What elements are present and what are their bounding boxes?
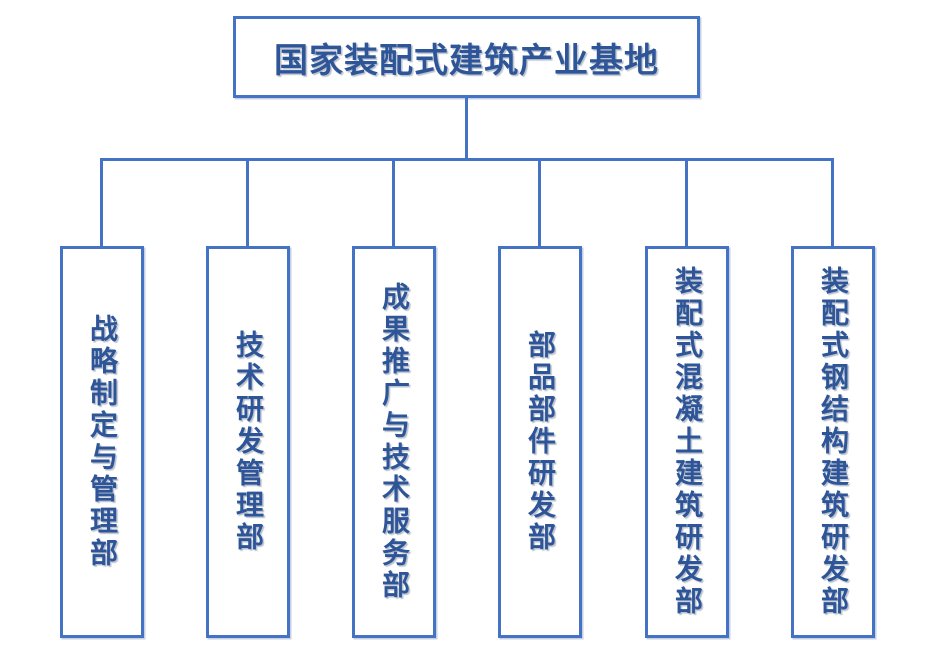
connector-drop-line-1: [100, 158, 103, 247]
root-node: 国家装配式建筑产业基地: [233, 16, 700, 98]
dept-node-parts-components-rd: 部品部件研发部: [498, 246, 582, 638]
dept-node-promotion-tech-service: 成果推广与技术服务部: [352, 246, 436, 638]
connector-drop-line-4: [538, 158, 541, 247]
dept-node-label: 战略制定与管理部: [87, 314, 118, 570]
dept-node-label: 装配式钢结构建筑研发部: [818, 266, 849, 618]
dept-node-steel-structure-rd: 装配式钢结构建筑研发部: [791, 246, 875, 638]
dept-node-label: 成果推广与技术服务部: [379, 282, 410, 602]
connector-drop-line-5: [685, 158, 688, 247]
connector-stem-line: [465, 97, 468, 159]
connector-horizontal-line: [100, 158, 833, 161]
root-node-label: 国家装配式建筑产业基地: [274, 41, 659, 80]
dept-node-precast-concrete-rd: 装配式混凝土建筑研发部: [645, 246, 729, 638]
dept-node-label: 技术研发管理部: [233, 330, 264, 554]
dept-node-tech-rd-management: 技术研发管理部: [206, 246, 290, 638]
dept-node-label: 部品部件研发部: [525, 330, 556, 554]
connector-drop-line-3: [392, 158, 395, 247]
connector-drop-line-6: [831, 158, 834, 247]
connector-drop-line-2: [246, 158, 249, 247]
dept-node-label: 装配式混凝土建筑研发部: [672, 266, 703, 618]
dept-node-strategy-management: 战略制定与管理部: [60, 246, 144, 638]
